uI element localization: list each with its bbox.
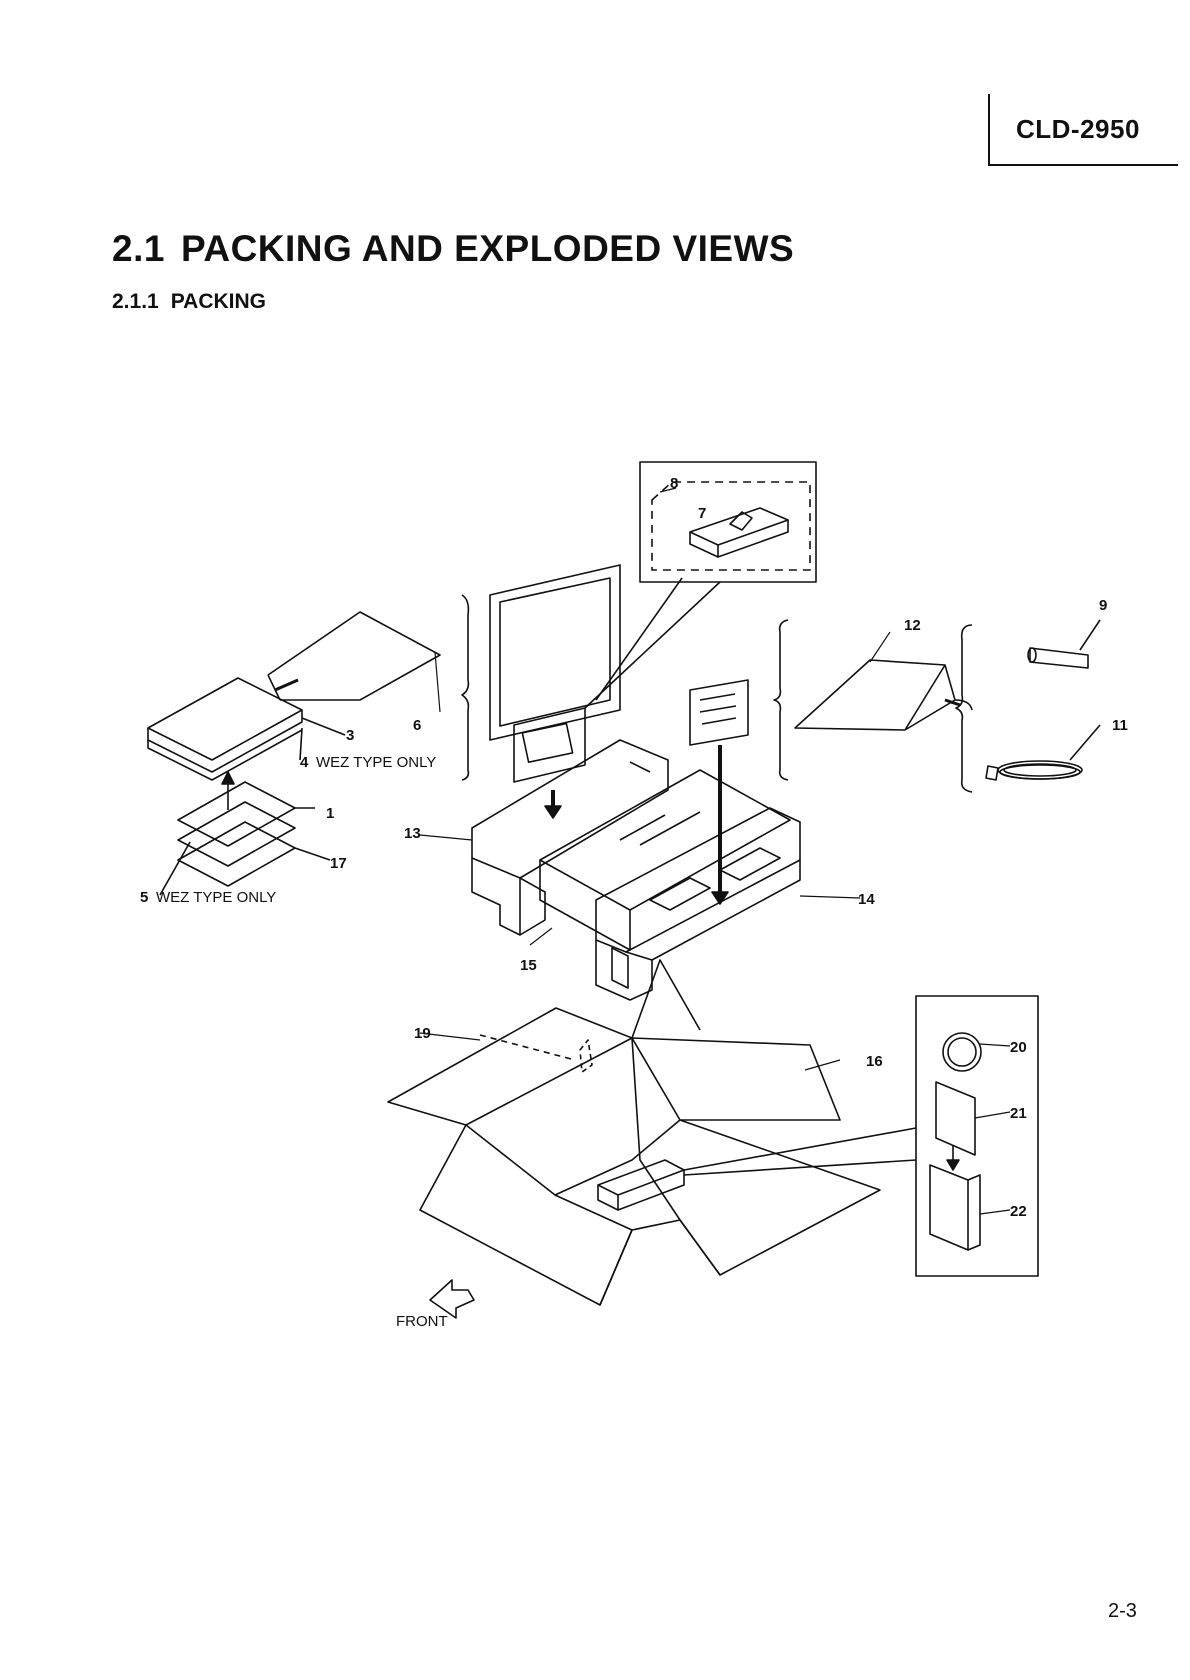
- note-wez-4: WEZ TYPE ONLY: [316, 754, 436, 771]
- model-number-box: CLD-2950: [988, 94, 1178, 166]
- section-heading: 2.1 PACKING AND EXPLODED VIEWS: [112, 228, 794, 270]
- manual-stack: [147, 677, 303, 761]
- section-number: 2.1: [112, 228, 165, 269]
- subsection-heading: 2.1.1 PACKING: [112, 290, 266, 314]
- foam-cushion-14: [595, 807, 801, 1001]
- remote-sleeve: [513, 707, 586, 783]
- callout-4: 4: [300, 754, 309, 771]
- battery-9: [1029, 647, 1089, 669]
- callout-6: 6: [413, 717, 421, 734]
- envelope-6: [267, 611, 441, 701]
- callout-22: 22: [1010, 1203, 1027, 1220]
- bag-12: [794, 659, 956, 731]
- callout-5: 5: [140, 889, 148, 906]
- note-wez-5: WEZ TYPE ONLY: [156, 889, 276, 906]
- accessory-inset-2: [915, 995, 1039, 1277]
- callout-14: 14: [858, 891, 875, 908]
- page-number: 2-3: [1108, 1600, 1137, 1622]
- cable-card: [689, 679, 749, 746]
- card-17: [177, 821, 296, 887]
- power-cord-11: [985, 724, 1101, 781]
- foam-cushion-13: [471, 739, 669, 936]
- subsection-number: 2.1.1: [112, 290, 159, 313]
- callout-1: 1: [326, 805, 334, 822]
- carton-16: [387, 959, 881, 1306]
- callout-9: 9: [1099, 597, 1107, 614]
- front-arrow: [429, 1279, 475, 1319]
- callout-20: 20: [1010, 1039, 1027, 1056]
- front-label: FRONT: [396, 1313, 448, 1330]
- callout-19: 19: [414, 1025, 431, 1042]
- callout-8: 8: [670, 475, 678, 492]
- callout-17: 17: [330, 855, 347, 872]
- model-number: CLD-2950: [1016, 114, 1140, 144]
- callout-7: 7: [698, 505, 706, 522]
- manual-sheet: [489, 564, 621, 741]
- main-unit: [539, 769, 791, 951]
- callout-15: 15: [520, 957, 537, 974]
- callout-21: 21: [1010, 1105, 1027, 1122]
- callout-13: 13: [404, 825, 421, 842]
- accessory-inset: [639, 461, 817, 583]
- callout-3: 3: [346, 727, 354, 744]
- card-1: [177, 781, 296, 847]
- callout-11: 11: [1112, 717, 1128, 734]
- section-title: PACKING AND EXPLODED VIEWS: [180, 228, 795, 269]
- subsection-title: PACKING: [170, 290, 266, 313]
- callout-16: 16: [866, 1053, 883, 1070]
- callout-12: 12: [904, 617, 921, 634]
